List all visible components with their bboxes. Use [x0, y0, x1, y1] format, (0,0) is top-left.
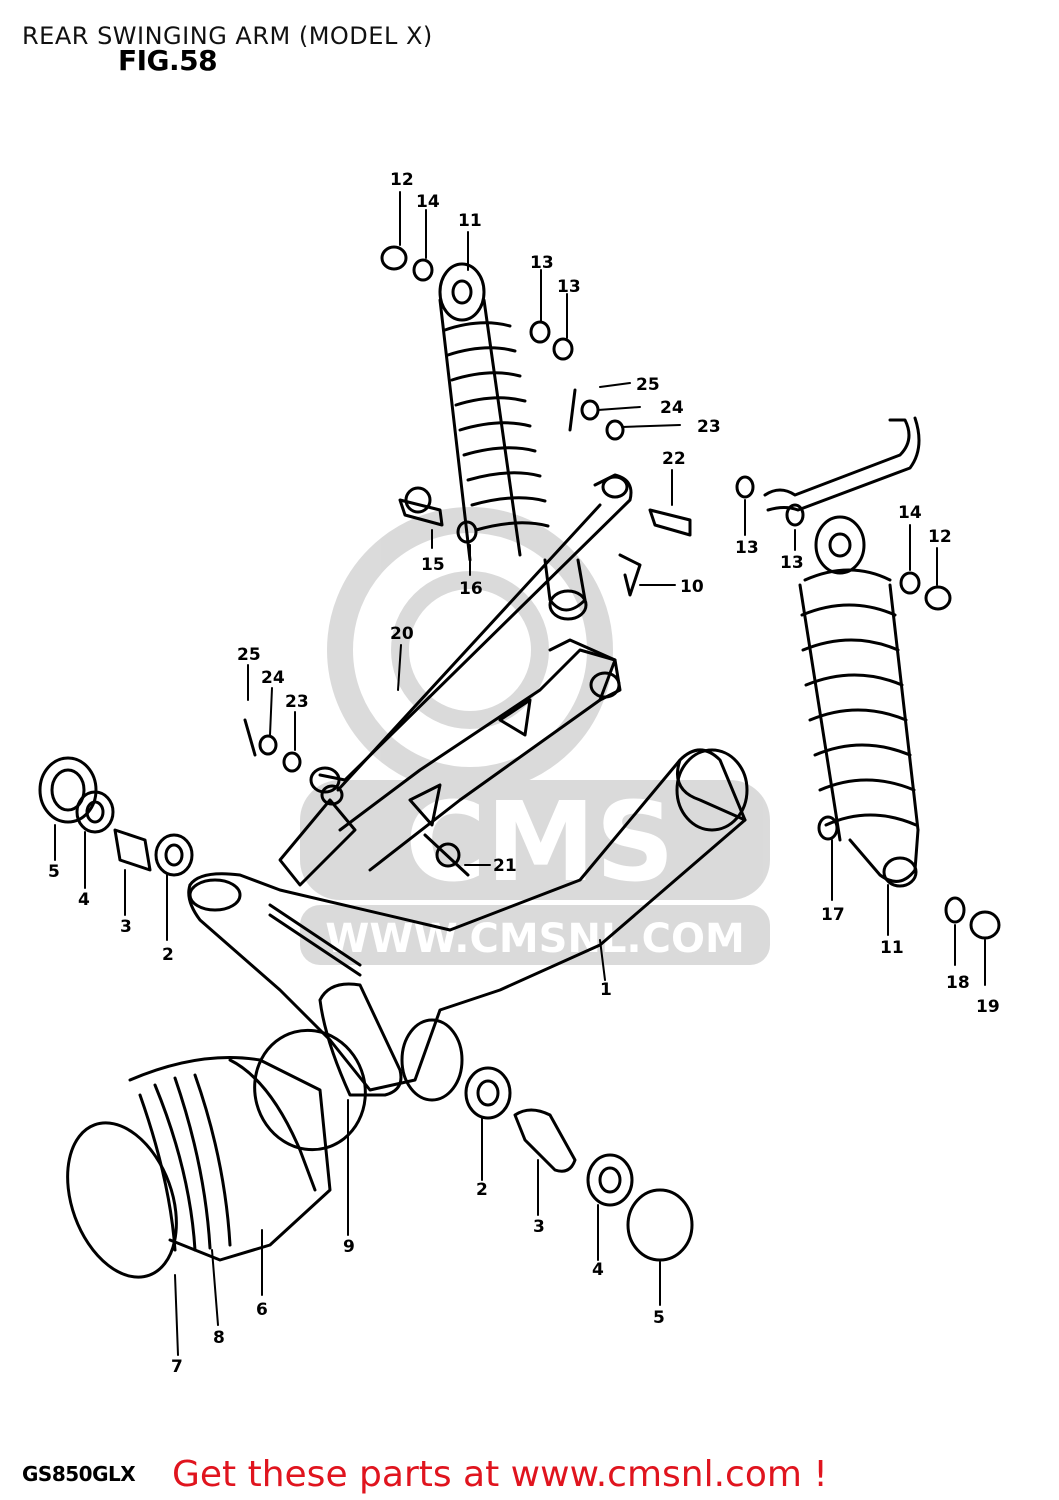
shock-absorber-left	[438, 262, 588, 621]
callout: 20	[390, 624, 414, 644]
swing-arm	[187, 638, 749, 1102]
watermark-url: WWW.CMSNL.COM	[325, 916, 745, 962]
callout: 5	[653, 1308, 665, 1328]
callout: 5	[48, 862, 60, 882]
callout: 17	[821, 905, 845, 925]
callout-numbers: 1 2 2 3 3 4 4 5 5 6 7 8 9 10 11 11 11 12…	[48, 170, 1000, 1377]
callout: 13	[530, 253, 554, 273]
callout: 14	[898, 503, 922, 523]
figure-label: FIG.58	[118, 44, 218, 77]
callout: 25	[237, 645, 261, 665]
callout: 2	[476, 1180, 488, 1200]
callout: 9	[343, 1237, 355, 1257]
callout: 16	[459, 579, 483, 599]
callout: 7	[171, 1357, 183, 1377]
callout: 8	[213, 1328, 225, 1348]
callout: 13	[780, 553, 804, 573]
callout: 11	[458, 211, 482, 231]
callout: 3	[120, 917, 132, 937]
callout: 14	[416, 192, 440, 212]
callout: 13	[557, 277, 581, 297]
callout: 23	[285, 692, 309, 712]
callout: 4	[78, 890, 90, 910]
callout: 23	[697, 417, 721, 437]
watermark-brand: CMS	[405, 778, 674, 906]
callout: 18	[946, 973, 970, 993]
rubber-boot	[66, 1028, 367, 1279]
callout: 10	[680, 577, 704, 597]
shock-absorber-right	[798, 515, 920, 888]
callout: 24	[261, 668, 285, 688]
callout: 1	[600, 980, 612, 1000]
cta-link[interactable]: Get these parts at www.cmsnl.com !	[172, 1454, 828, 1495]
callout: 22	[662, 449, 686, 469]
diagram-title: REAR SWINGING ARM (MODEL X)	[22, 22, 433, 50]
callout: 3	[533, 1217, 545, 1237]
callout: 11	[880, 938, 904, 958]
torque-rod	[309, 473, 633, 806]
model-code: GS850GLX	[22, 1462, 136, 1486]
callout: 25	[636, 375, 660, 395]
callout: 13	[735, 538, 759, 558]
callout: 12	[928, 527, 952, 547]
callout: 12	[390, 170, 414, 190]
leader-lines	[54, 191, 986, 1356]
callout: 15	[421, 555, 445, 575]
callout: 19	[976, 997, 1000, 1017]
brake-stay-rod	[763, 416, 921, 512]
callout: 2	[162, 945, 174, 965]
callout: 21	[493, 856, 517, 876]
callout: 24	[660, 398, 684, 418]
watermark: CMS WWW.CMSNL.COM	[300, 507, 770, 965]
callout: 4	[592, 1260, 604, 1280]
callout: 6	[256, 1300, 268, 1320]
